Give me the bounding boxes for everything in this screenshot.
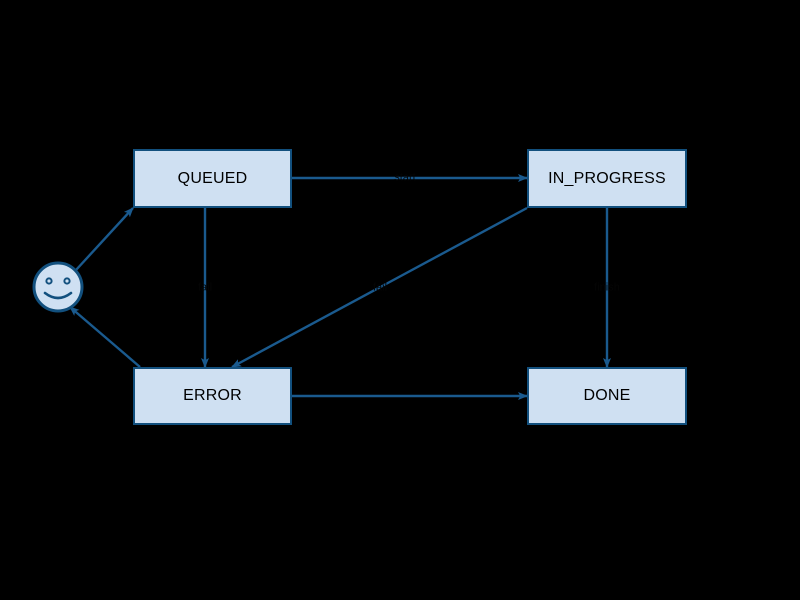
- edges-group: [69, 174, 611, 400]
- state-node-in_progress[interactable]: IN_PROGRESS: [527, 149, 687, 208]
- smiley-eye-right-icon: [63, 277, 71, 285]
- state-node-done[interactable]: DONE: [527, 367, 687, 425]
- smiley-mouth-icon: [43, 291, 73, 300]
- state-node-error[interactable]: ERROR: [133, 367, 292, 425]
- state-node-label: QUEUED: [177, 169, 248, 187]
- edge-start-to-queued: [75, 207, 134, 271]
- edge-in-progress-to-error: [231, 206, 528, 369]
- edge-label-in-progress-to-done: finish: [594, 281, 620, 294]
- edge-error-to-start: [69, 306, 141, 368]
- start-smiley-node[interactable]: [32, 261, 84, 313]
- smiley-eye-left-icon: [45, 277, 53, 285]
- smiley-face-icon: [32, 261, 84, 313]
- state-node-label: DONE: [583, 387, 631, 404]
- state-node-queued[interactable]: QUEUED: [133, 149, 292, 208]
- state-node-label: IN_PROGRESS: [548, 169, 666, 187]
- edge-label-queued-to-error: fail: [197, 281, 213, 294]
- state-node-label: ERROR: [183, 387, 242, 404]
- edge-label-queued-to-in-progress: start: [394, 171, 416, 184]
- edge-label-in-progress-to-error: fail: [372, 281, 388, 294]
